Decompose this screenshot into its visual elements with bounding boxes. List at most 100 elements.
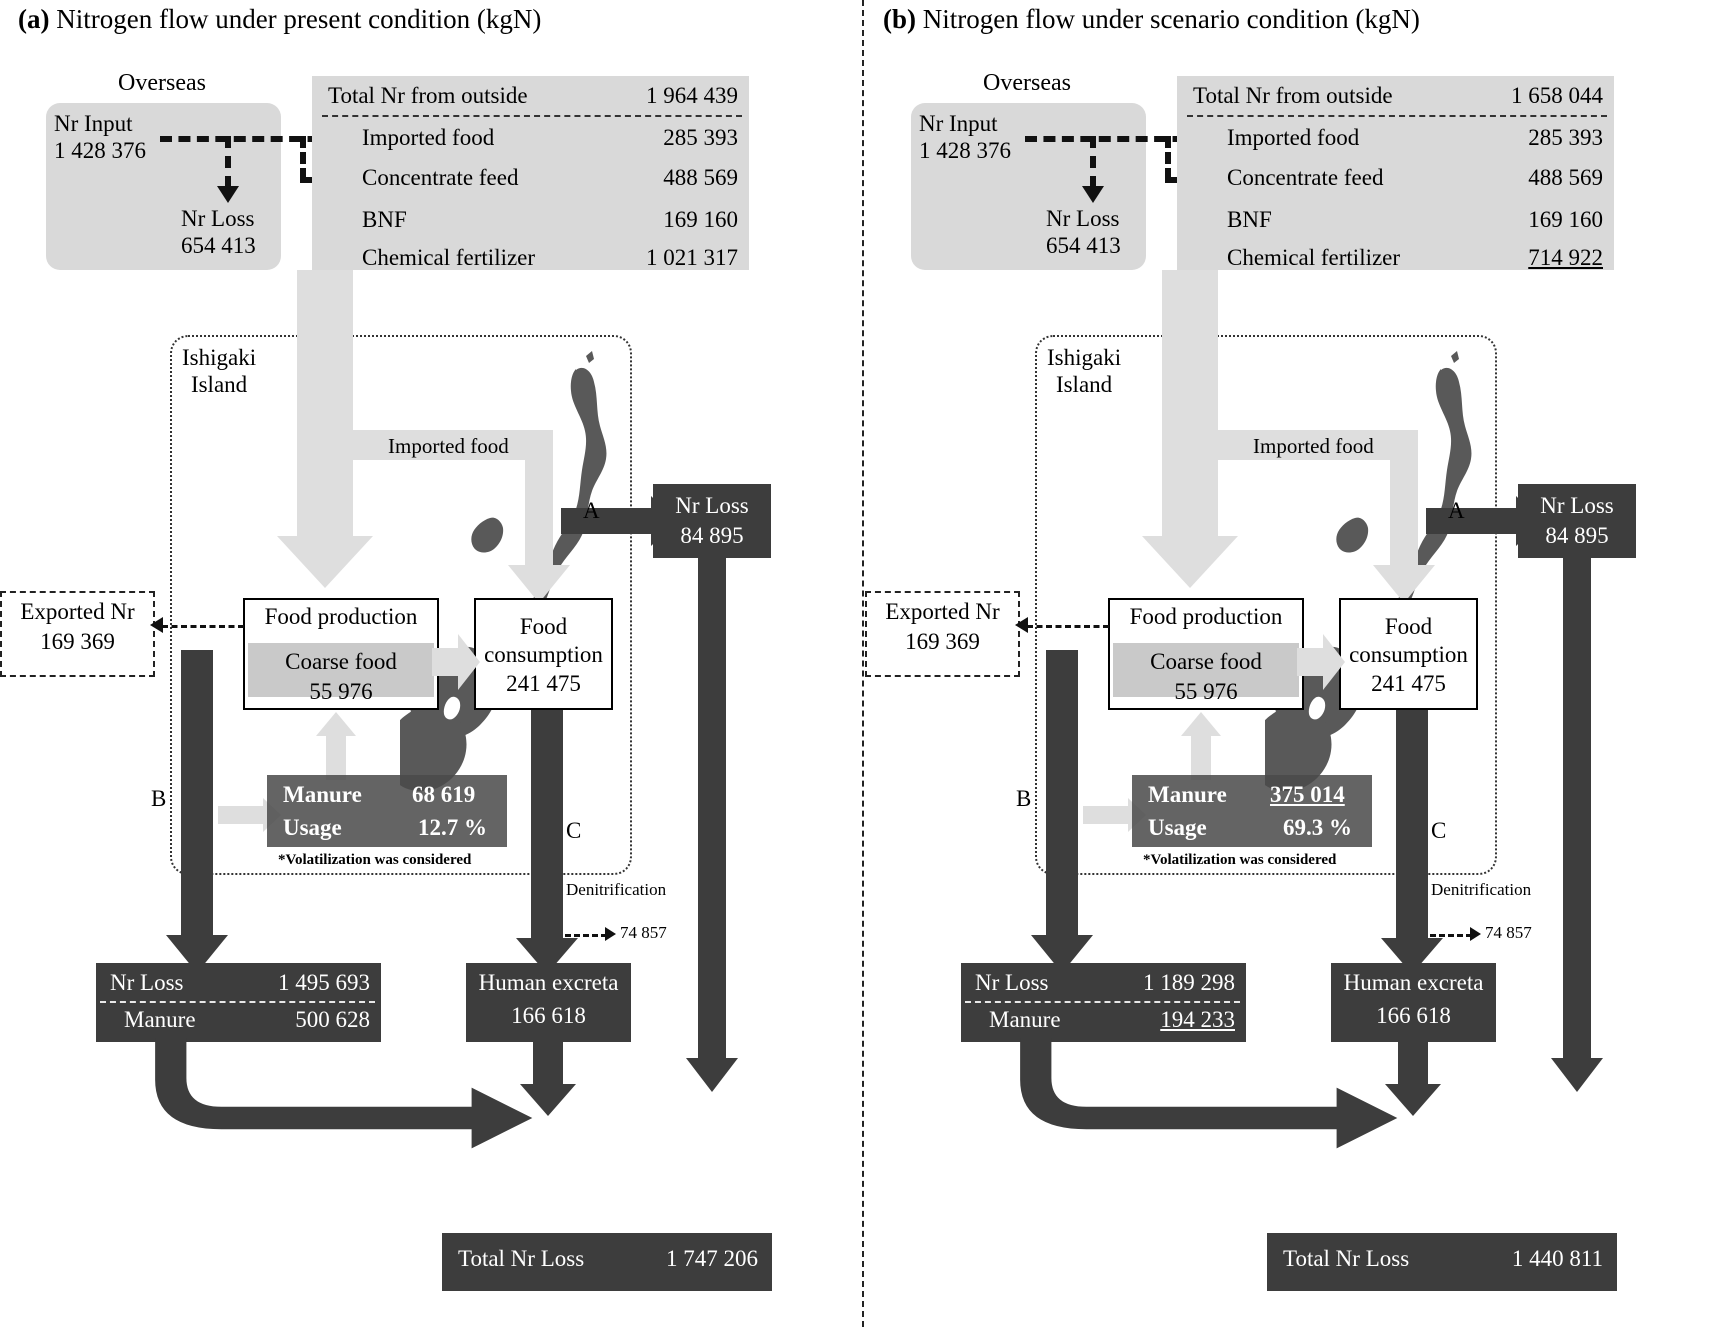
coarse-food-band-a: Coarse food 55 976 (248, 643, 434, 704)
flow-label-b-b: B (1016, 786, 1032, 811)
row-chem-fert-value-b: 714 922 (1528, 245, 1603, 270)
inputs-table-b (1177, 76, 1614, 270)
denitrification-label-b: Denitrification (1431, 880, 1532, 899)
grey-flow-imported-food-v-b (1390, 430, 1418, 565)
overseas-label-b: Overseas (983, 70, 1071, 96)
human-excreta-value-a: 166 618 (511, 1003, 586, 1028)
grey-flow-imported-food-v-a (525, 430, 553, 565)
flow-label-a-b: A (1448, 498, 1465, 523)
overseas-loss-value-a: 654 413 (181, 233, 256, 258)
denitrification-value-b: 74 857 (1485, 923, 1532, 942)
manure-value-b: 375 014 (1270, 782, 1345, 807)
dark-flow-c-a (531, 710, 563, 938)
total-nr-loss-label-a: Total Nr Loss (458, 1246, 585, 1271)
row-imported-food-label-a: Imported food (362, 125, 495, 150)
dashed-line-input-a (160, 136, 338, 142)
nr-loss-top-value-b: 84 895 (1545, 523, 1609, 548)
dark-flow-excreta-down-head-b (1385, 1084, 1441, 1116)
manure-note-a: *Volatilization was considered (278, 852, 472, 868)
row-chem-fert-label-a: Chemical fertilizer (362, 245, 536, 270)
dark-flow-a-b (1426, 508, 1516, 534)
flow-label-c-a: C (566, 818, 582, 843)
denitrification-value-a: 74 857 (620, 923, 667, 942)
nr-loss-top-box-a (653, 484, 771, 558)
flow-label-a-a: A (583, 498, 600, 523)
human-excreta-label-a: Human excreta (478, 970, 619, 995)
food-consumption-value-a: 241 475 (506, 671, 581, 696)
nr-loss-top-value-a: 84 895 (680, 523, 744, 548)
overseas-box-a (46, 103, 281, 270)
dashed-line-loss-a (225, 136, 231, 188)
grey-flow-imported-food-h-a (353, 430, 553, 460)
grey-flow-imported-food-h-b (1218, 430, 1418, 460)
food-consumption-title-b: Food consumption (1339, 613, 1478, 668)
flow-label-c-b: C (1431, 818, 1447, 843)
imported-food-flow-label-b: Imported food (1253, 434, 1374, 458)
usage-label-a: Usage (283, 815, 342, 840)
grey-flow-prod-to-cons-b (1297, 648, 1323, 676)
ishigaki-line1-a: Ishigaki (182, 345, 257, 370)
arrowhead-denitrification-a (605, 927, 616, 941)
total-nr-loss-box-b (1267, 1233, 1617, 1291)
row-concentrate-feed-label-b: Concentrate feed (1227, 165, 1384, 190)
row-chem-fert-label-b: Chemical fertilizer (1227, 245, 1401, 270)
grey-flow-b-to-manure-a (218, 806, 263, 824)
total-nr-loss-box-a (442, 1233, 772, 1291)
denitrification-dashed-a (565, 934, 607, 937)
ishigaki-region-b (1035, 335, 1497, 875)
dashed-line-loss-b (1090, 136, 1096, 188)
overseas-input-label-a: Nr Input (54, 111, 133, 136)
manure-box-a (267, 775, 507, 847)
usage-value-a: 12.7 % (418, 815, 487, 840)
grey-flow-manure-up-head-b (1181, 712, 1221, 736)
food-consumption-box-a (474, 598, 613, 710)
grey-flow-fertilizer-head-b (1142, 536, 1238, 588)
manure-bottom-label-a: Manure (124, 1007, 196, 1032)
total-nr-loss-value-b: 1 440 811 (1511, 1246, 1603, 1271)
grey-flow-imported-food-head-b (1373, 565, 1435, 603)
coarse-food-band-b: Coarse food 55 976 (1113, 643, 1299, 704)
manure-bottom-value-a: 500 628 (295, 1007, 370, 1032)
panel-b-title: (b) Nitrogen flow under scenario conditi… (883, 4, 1420, 35)
grey-flow-imported-food-head-a (508, 565, 570, 603)
grey-flow-prod-to-cons-a (432, 648, 458, 676)
dashed-exported-line-b (1027, 625, 1109, 628)
arrowhead-left-exported-b (1015, 617, 1028, 633)
arrowhead-denitrification-b (1470, 927, 1481, 941)
row-bnf-label-a: BNF (362, 207, 407, 232)
grey-flow-fertilizer-head-a (277, 536, 373, 588)
dark-flow-a-a (561, 508, 651, 534)
grey-flow-prod-to-cons-head-a (458, 634, 480, 690)
grey-flow-b-to-manure-b (1083, 806, 1128, 824)
ishigaki-region-a (170, 335, 632, 875)
usage-label-b: Usage (1148, 815, 1207, 840)
flow-label-b-a: B (151, 786, 167, 811)
row-imported-food-value-a: 285 393 (663, 125, 738, 150)
exported-nr-value-b: 169 369 (905, 629, 980, 654)
grey-flow-fertilizer-b (1162, 270, 1218, 536)
nr-loss-top-box-b (1518, 484, 1636, 558)
manure-bottom-value-b: 194 233 (1160, 1007, 1235, 1032)
ishigaki-label-a: Ishigaki Island (182, 344, 256, 398)
row-concentrate-feed-label-a: Concentrate feed (362, 165, 519, 190)
dark-elbow-flow-b (1020, 1038, 1398, 1149)
human-excreta-label-b: Human excreta (1343, 970, 1484, 995)
denitrification-dashed-b (1430, 934, 1472, 937)
total-nr-value-a: 1 964 439 (646, 83, 738, 108)
food-consumption-line2-a: consumption (484, 641, 603, 667)
overseas-label-a: Overseas (118, 70, 206, 96)
ishigaki-line2-b: Island (1055, 372, 1113, 398)
food-consumption-title-a: Food consumption (474, 613, 613, 668)
food-production-title-b: Food production (1129, 604, 1283, 629)
coarse-food-label-a: Coarse food (285, 649, 397, 674)
row-bnf-value-a: 169 160 (663, 207, 738, 232)
nr-loss-bottom-value-b: 1 189 298 (1143, 970, 1235, 995)
manure-box-b (1132, 775, 1372, 847)
food-consumption-line2-b: consumption (1349, 641, 1468, 667)
dark-flow-nrloss-down-head-a (686, 1058, 738, 1092)
arrowhead-down-loss-a (217, 186, 239, 203)
panel-b: (b) Nitrogen flow under scenario conditi… (865, 0, 1725, 1327)
exported-nr-label-a: Exported Nr (20, 599, 135, 624)
manure-bottom-label-b: Manure (989, 1007, 1061, 1032)
